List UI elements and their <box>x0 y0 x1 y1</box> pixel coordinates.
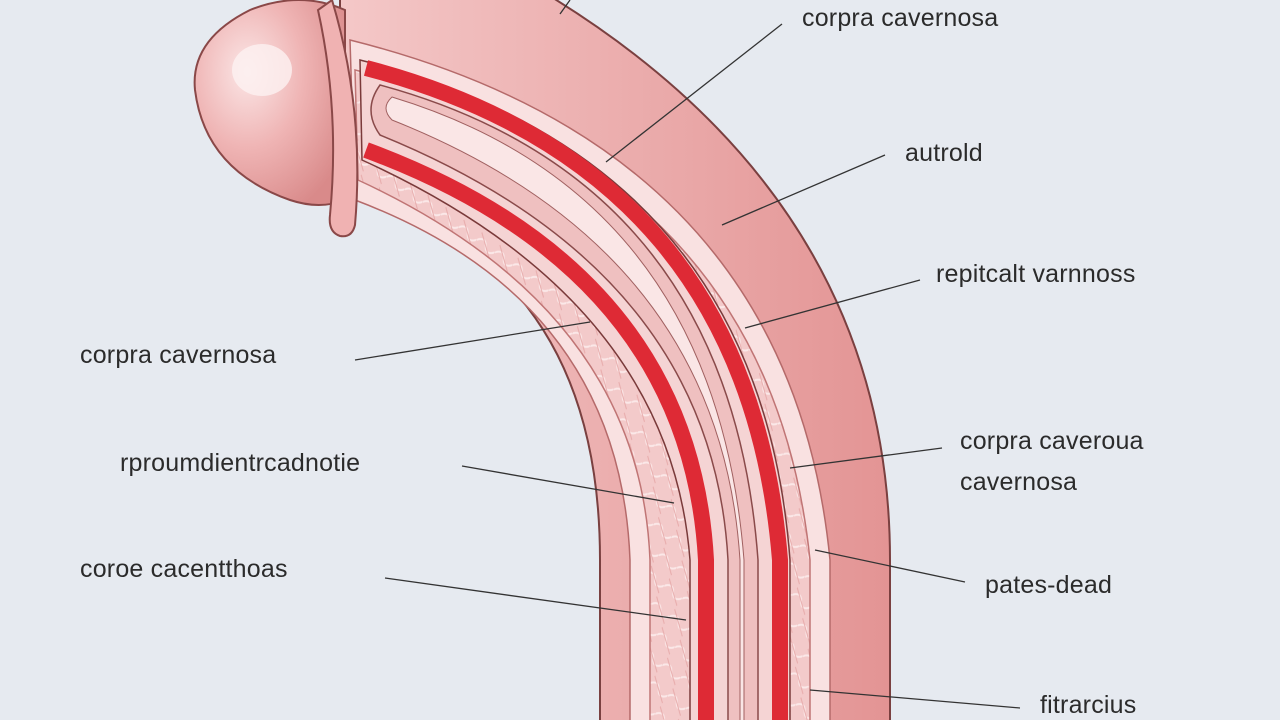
label-corpra-cavernosa-top: corpra cavernosa <box>802 4 999 32</box>
leader-line-1 <box>605 23 783 163</box>
leader-line-top <box>559 0 571 15</box>
inner-channel-core <box>385 96 745 720</box>
red-artery-2 <box>363 142 714 720</box>
label-repitcalt-varnnoss: repitcalt varnnoss <box>936 260 1136 288</box>
label-rproumdientrcadnotie: rproumdientrcadnotie <box>120 449 361 477</box>
label-corpra-cavernosa-left: corpra cavernosa <box>80 341 277 369</box>
leader-line-4 <box>354 321 591 361</box>
red-artery-1 <box>363 60 788 720</box>
label-pates-dead: pates-dead <box>985 571 1113 599</box>
label-fitrarcius: fitrarcius <box>1040 691 1137 719</box>
leader-line-7 <box>384 577 687 621</box>
leader-lines <box>354 0 1021 709</box>
leader-line-3 <box>744 279 921 329</box>
leader-line-8 <box>814 549 966 583</box>
label-coroe-cacentthoas: coroe cacentthoas <box>80 555 288 583</box>
corona-ridge <box>316 0 359 238</box>
leader-line-2 <box>721 154 886 226</box>
label-autrold: autrold <box>905 139 983 167</box>
label-cavernosa: cavernosa <box>960 468 1078 496</box>
leader-line-5 <box>789 447 943 469</box>
leader-line-9 <box>809 689 1021 709</box>
glans <box>193 0 346 206</box>
leader-line-6 <box>461 465 675 504</box>
label-corpra-caveroua: corpra caveroua <box>960 427 1144 455</box>
glans-highlight <box>232 44 292 96</box>
